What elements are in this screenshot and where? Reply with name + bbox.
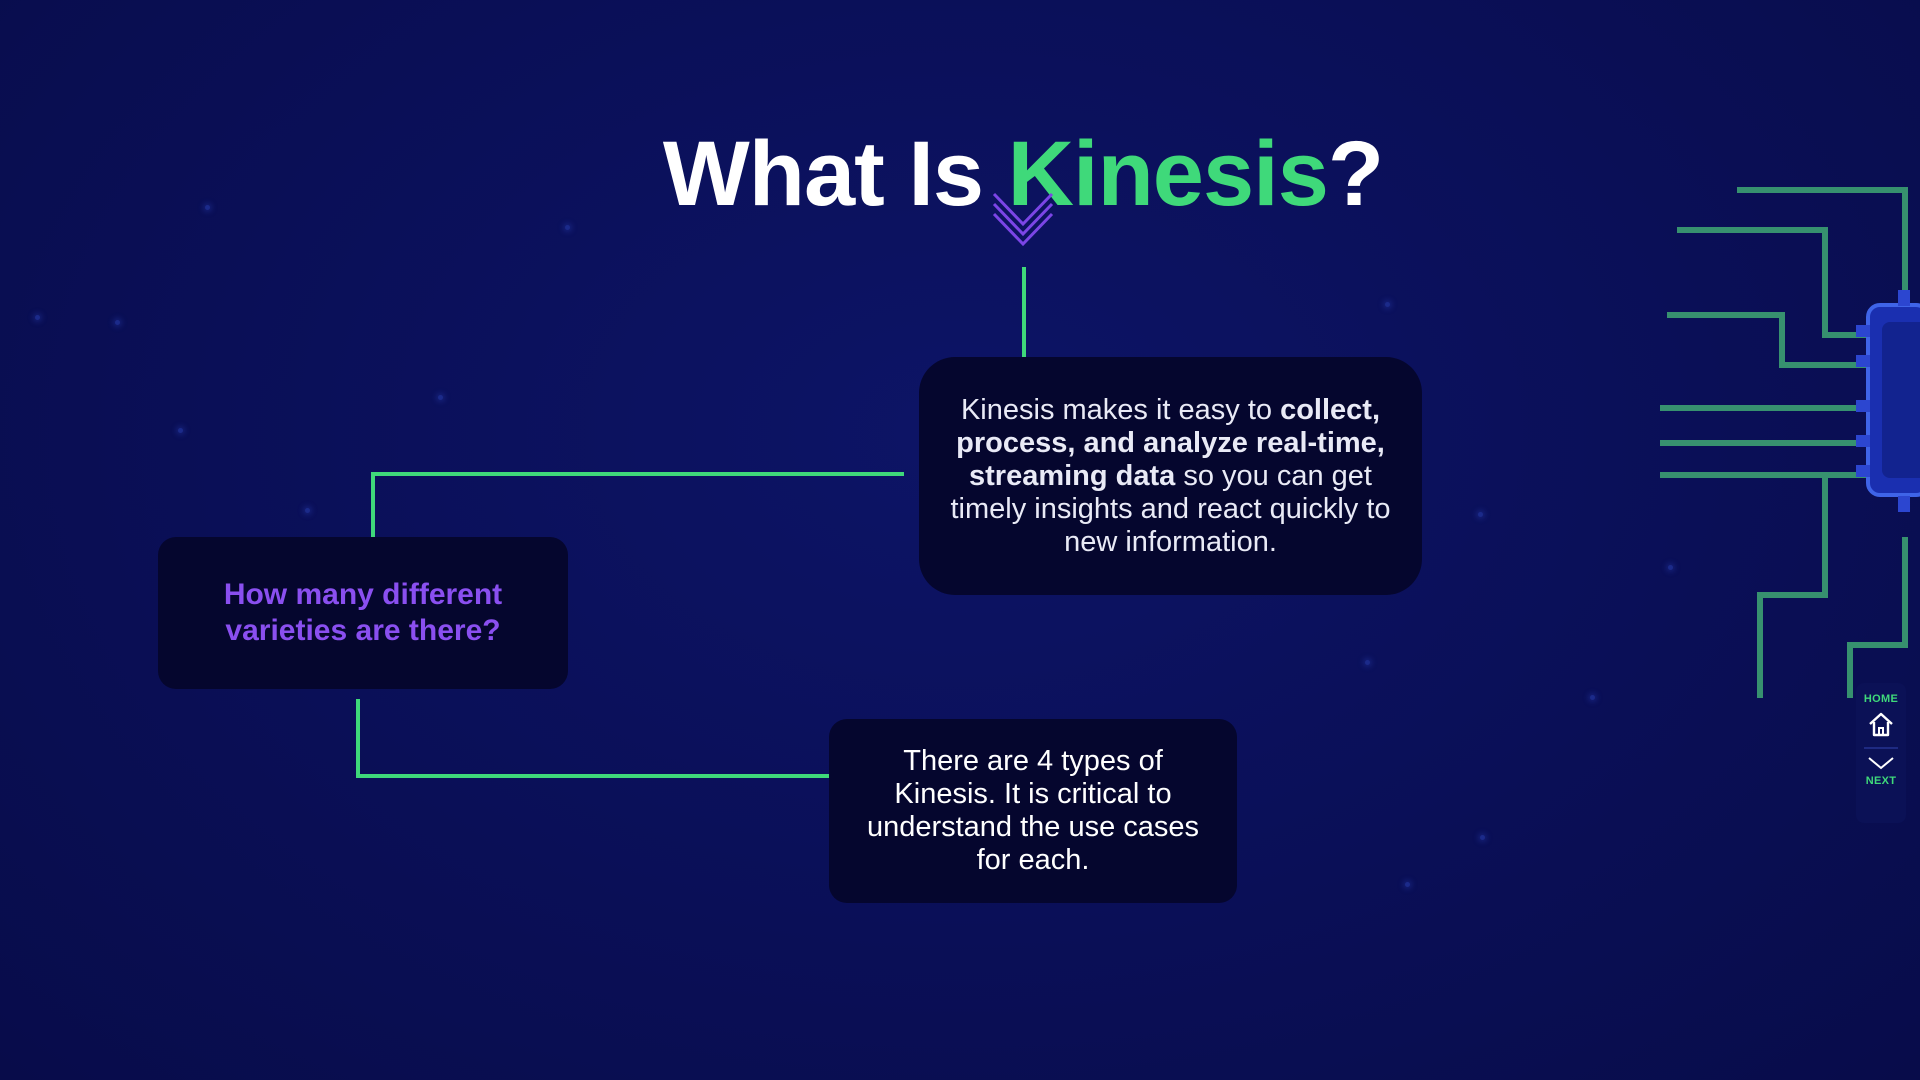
question-text: How many different varieties are there? xyxy=(223,578,503,647)
connector-question-to-types xyxy=(356,774,829,778)
definition-text: Kinesis makes it easy to collect, proces… xyxy=(949,394,1392,559)
next-label[interactable]: NEXT xyxy=(1865,775,1897,787)
page-title: What Is Kinesis? xyxy=(0,128,1920,220)
types-text: There are 4 types of Kinesis. It is crit… xyxy=(866,745,1200,876)
connector-definition-horizontal xyxy=(371,472,904,476)
definition-text-bold: collect, process, and analyze real-time,… xyxy=(956,393,1385,492)
chevron-down-icon[interactable] xyxy=(1867,755,1895,771)
home-icon[interactable] xyxy=(1867,711,1895,737)
title-suffix: ? xyxy=(1327,122,1384,225)
types-card: There are 4 types of Kinesis. It is crit… xyxy=(829,719,1237,903)
nav-divider xyxy=(1864,747,1898,749)
circuit-chip-decoration xyxy=(1660,187,1920,698)
connector-definition-vertical xyxy=(371,472,375,537)
triple-chevron-down-icon xyxy=(992,192,1054,247)
question-card: How many different varieties are there? xyxy=(158,537,568,689)
definition-text-part-1: Kinesis makes it easy to xyxy=(960,393,1281,426)
definition-text-part-2: so you can get timely insights and react… xyxy=(950,459,1391,558)
connector-title-to-definition xyxy=(1022,267,1026,357)
home-label[interactable]: HOME xyxy=(1863,693,1899,705)
title-accent: Kinesis xyxy=(1007,122,1329,225)
title-prefix: What Is xyxy=(662,122,1008,225)
connector-question-vertical xyxy=(356,699,360,777)
slide-navigation: HOME NEXT xyxy=(1856,683,1906,823)
definition-card: Kinesis makes it easy to collect, proces… xyxy=(919,357,1422,595)
